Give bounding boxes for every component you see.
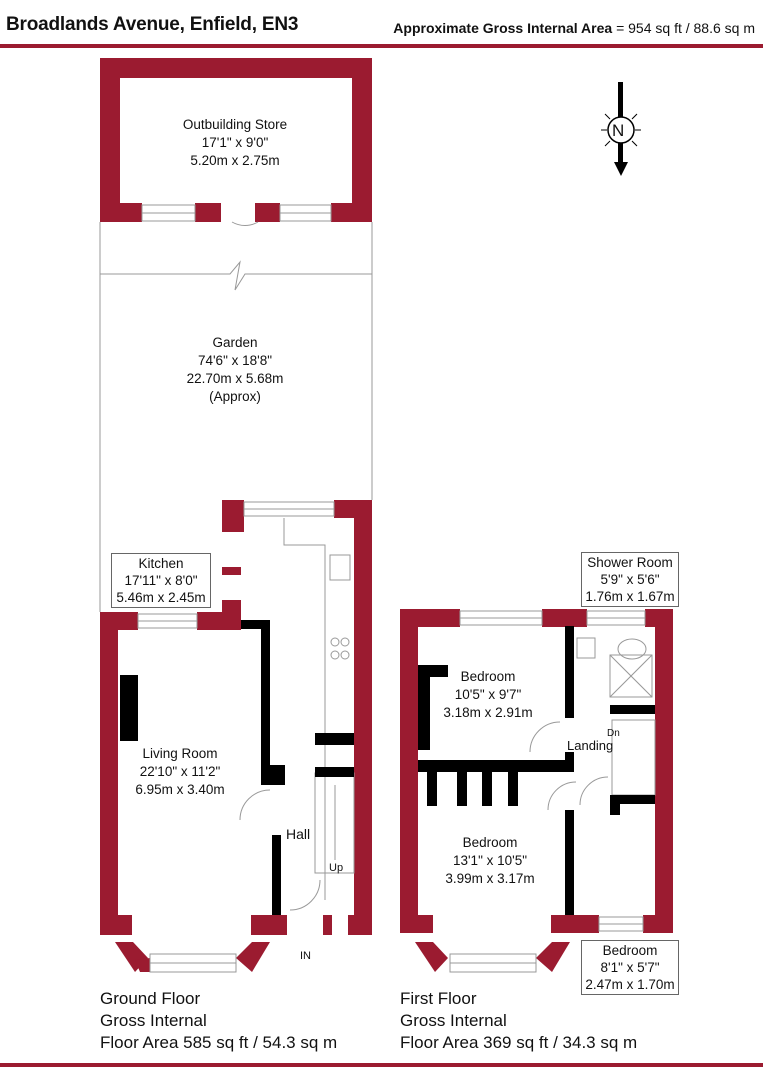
stairs-up-label: Up — [329, 862, 344, 874]
room-size-imperial: 22'10" x 11'2" — [139, 764, 221, 779]
room-name: Kitchen — [138, 556, 184, 571]
outbuilding-walls — [100, 58, 372, 222]
floor-gia-label: Gross Internal — [400, 1011, 507, 1030]
room-name: Bedroom — [602, 943, 658, 958]
room-note: (Approx) — [209, 389, 261, 404]
room-label-shower-room: Shower Room 5'9" x 5'6" 1.76m x 1.67m — [581, 552, 679, 607]
floor-area: Floor Area 369 sq ft / 34.3 sq m — [400, 1033, 638, 1052]
room-name: Shower Room — [587, 555, 673, 570]
gross-area: Approximate Gross Internal Area = 954 sq… — [393, 20, 755, 36]
room-size-metric: 5.20m x 2.75m — [190, 153, 280, 168]
room-size-imperial: 17'1" x 9'0" — [201, 135, 269, 150]
room-name: Outbuilding Store — [182, 117, 288, 132]
room-size-metric: 6.95m x 3.40m — [135, 782, 225, 797]
floor-gia-label: Gross Internal — [100, 1011, 207, 1030]
header-rule — [0, 44, 763, 48]
room-size-imperial: 5'9" x 5'6" — [600, 572, 660, 587]
room-label-kitchen: Kitchen 17'11" x 8'0" 5.46m x 2.45m — [111, 553, 211, 608]
room-name: Bedroom — [460, 669, 516, 684]
room-label-bedroom-2: Bedroom 13'1" x 10'5" 3.99m x 3.17m — [425, 834, 555, 888]
room-size-metric: 3.18m x 2.91m — [443, 705, 533, 720]
first-floor-summary: First Floor Gross Internal Floor Area 36… — [400, 988, 637, 1054]
room-label-landing: Landing — [567, 738, 614, 753]
room-size-imperial: 13'1" x 10'5" — [452, 853, 528, 868]
room-size-metric: 3.99m x 3.17m — [445, 871, 535, 886]
room-label-living-room: Living Room 22'10" x 11'2" 6.95m x 3.40m — [105, 745, 255, 799]
room-label-bedroom-3: Bedroom 8'1" x 5'7" 2.47m x 1.70m — [581, 940, 679, 995]
room-size-imperial: 74'6" x 18'8" — [197, 353, 273, 368]
compass-north-icon — [601, 82, 641, 176]
gross-area-label: Approximate Gross Internal Area — [393, 20, 613, 36]
compass-label: N — [612, 121, 625, 140]
floor-name: Ground Floor — [100, 989, 201, 1008]
room-label-outbuilding: Outbuilding Store 17'1" x 9'0" 5.20m x 2… — [160, 116, 310, 170]
room-name: Bedroom — [462, 835, 518, 850]
room-size-imperial: 10'5" x 9'7" — [454, 687, 522, 702]
gross-area-value: = 954 sq ft / 88.6 sq m — [616, 20, 755, 36]
room-size-metric: 5.46m x 2.45m — [116, 590, 206, 605]
floor-area: Floor Area 585 sq ft / 54.3 sq m — [100, 1033, 338, 1052]
room-label-garden: Garden 74'6" x 18'8" 22.70m x 5.68m (App… — [160, 334, 310, 406]
room-label-bedroom-1: Bedroom 10'5" x 9'7" 3.18m x 2.91m — [428, 668, 548, 722]
stairs-down-label: Dn — [607, 728, 620, 739]
footer-rule — [0, 1063, 763, 1067]
room-size-metric: 2.47m x 1.70m — [585, 977, 675, 992]
entrance-label: IN — [300, 950, 311, 962]
room-size-metric: 22.70m x 5.68m — [186, 371, 284, 386]
page-title: Broadlands Avenue, Enfield, EN3 — [6, 14, 299, 35]
room-name: Living Room — [142, 746, 218, 761]
room-name: Garden — [212, 335, 258, 350]
room-label-hall: Hall — [286, 826, 311, 842]
floor-name: First Floor — [400, 989, 477, 1008]
ground-floor-summary: Ground Floor Gross Internal Floor Area 5… — [100, 988, 337, 1054]
room-size-imperial: 17'11" x 8'0" — [124, 573, 198, 588]
room-size-metric: 1.76m x 1.67m — [585, 589, 675, 604]
room-size-imperial: 8'1" x 5'7" — [600, 960, 660, 975]
